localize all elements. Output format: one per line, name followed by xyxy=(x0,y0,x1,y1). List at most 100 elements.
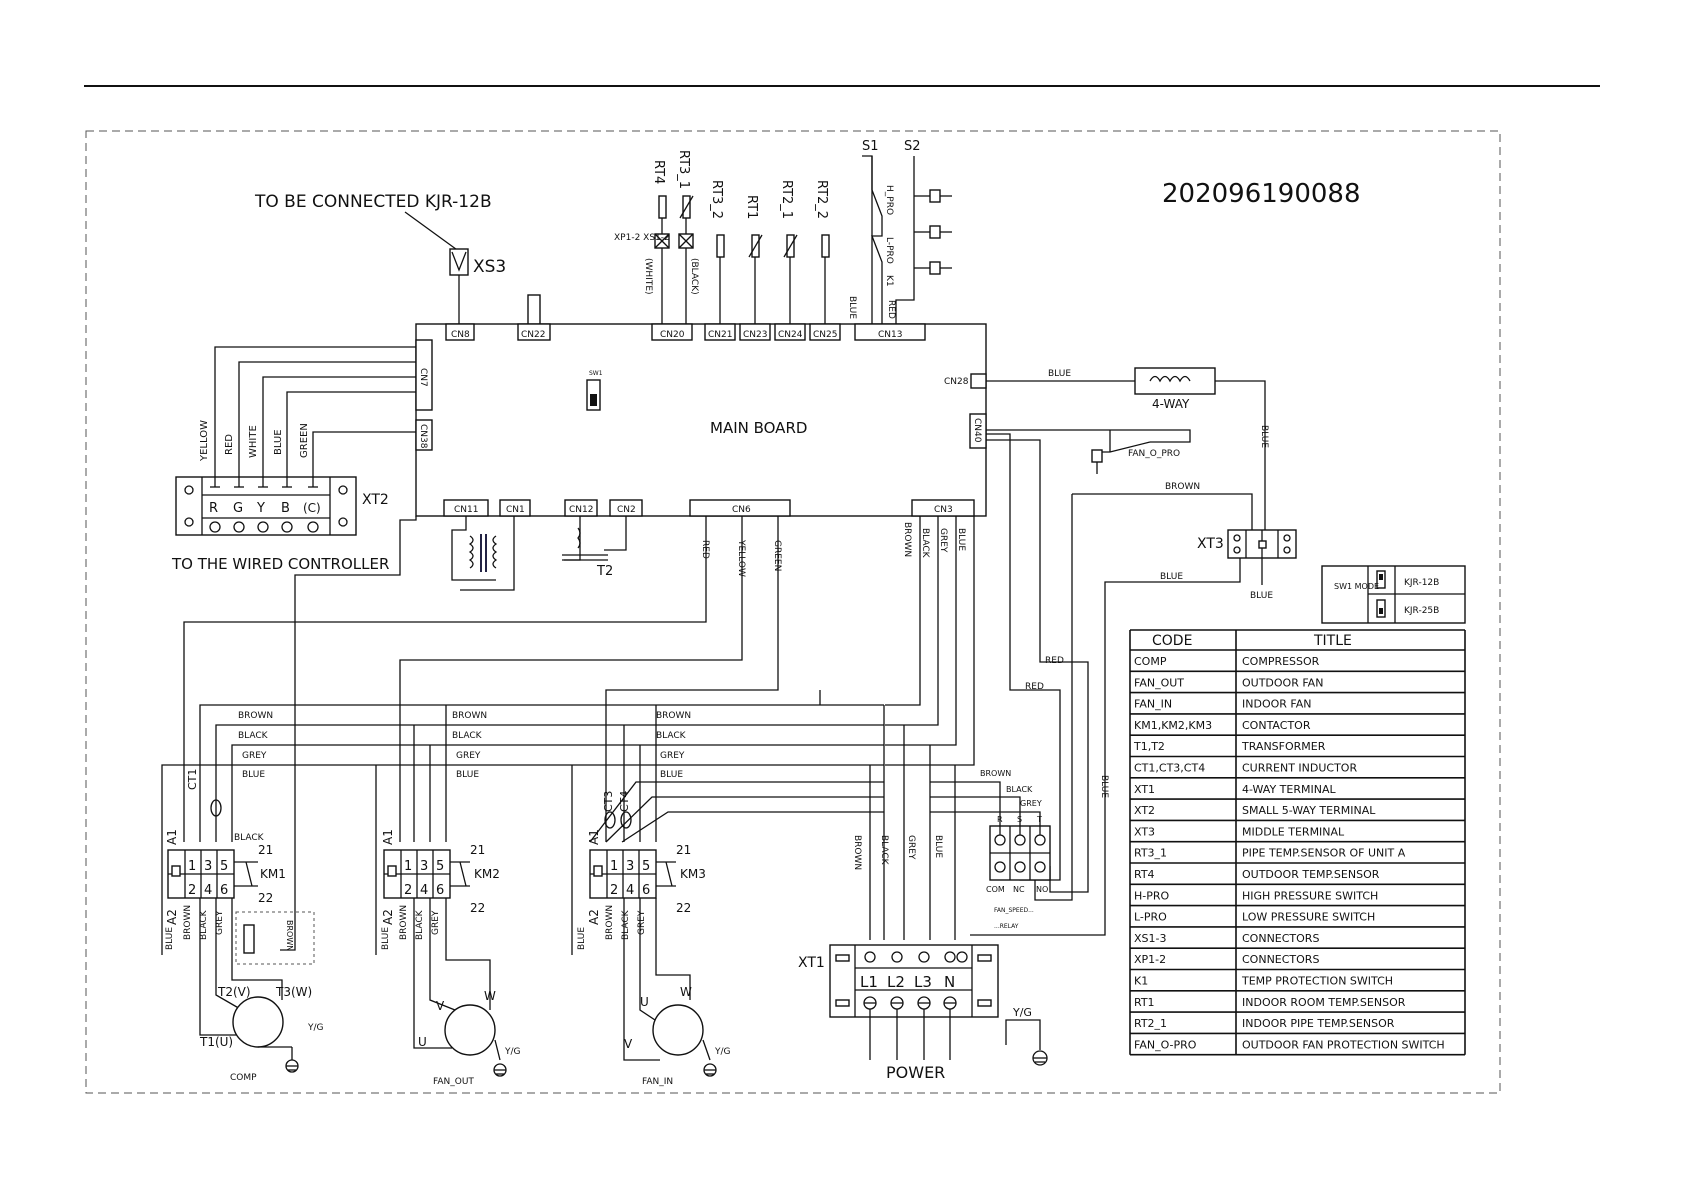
fan-out-w: W xyxy=(484,989,496,1003)
legend-title: HIGH PRESSURE SWITCH xyxy=(1242,889,1378,902)
cn24-label: CN24 xyxy=(778,330,803,340)
legend-code: RT3_1 xyxy=(1134,847,1167,860)
sensor-rt3-1: RT3_1 xyxy=(676,150,694,324)
rt2-2-label: RT2_2 xyxy=(814,180,829,219)
wired-controller-label: TO THE WIRED CONTROLLER xyxy=(171,555,389,573)
relay-com: COM xyxy=(986,885,1005,894)
bus-blue-1: BLUE xyxy=(242,770,265,780)
ct3-label: CT3 xyxy=(602,791,615,812)
cn21-label: CN21 xyxy=(708,330,732,340)
km2-n5: 5 xyxy=(436,859,444,874)
red-label-1: RED xyxy=(1045,656,1064,666)
cn11-label: CN11 xyxy=(454,505,478,515)
connector-cn28: CN28 xyxy=(944,373,987,389)
cn25-label: CN25 xyxy=(813,330,837,340)
cn2-label: CN2 xyxy=(617,505,636,515)
relay-grey: GREY xyxy=(1020,799,1042,808)
motor-fan-in xyxy=(623,898,711,1061)
cn3-grey xyxy=(885,516,957,746)
xt1-grey-label: GREY xyxy=(906,835,916,860)
connector-cn1: CN1 xyxy=(499,499,531,517)
km3-n6: 6 xyxy=(642,883,650,898)
xt2-white-label: WHITE xyxy=(248,425,259,458)
contactor-bus xyxy=(161,690,956,955)
xt2-yellow-label: YELLOW xyxy=(199,420,210,462)
fan-in-w: W xyxy=(680,985,692,999)
cn22-lead xyxy=(527,294,541,325)
power-feed xyxy=(869,1009,951,1060)
km1-n6: 6 xyxy=(220,883,228,898)
relay-note-1: FAN_SPEED... xyxy=(994,907,1034,914)
rt1-label: RT1 xyxy=(744,195,759,219)
ground-icon xyxy=(285,1059,299,1073)
kjr-leader xyxy=(404,211,461,253)
four-way-label: 4-WAY xyxy=(1152,397,1190,411)
km1-a2: A2 xyxy=(165,909,179,925)
xt1-yg: Y/G xyxy=(1012,1006,1032,1019)
legend-code: XP1-2 xyxy=(1134,953,1166,966)
relay-black: BLACK xyxy=(1006,785,1033,794)
xt2-term-c: (C) xyxy=(303,501,321,515)
four-way-blue-label: BLUE xyxy=(1259,425,1269,448)
km3-n1: 1 xyxy=(610,859,618,874)
cn8-label: CN8 xyxy=(451,330,470,340)
connector-cn21: CN21 xyxy=(704,323,736,341)
legend-title: TEMP PROTECTION SWITCH xyxy=(1241,975,1393,988)
sensor-rt2-1: RT2_1 xyxy=(779,180,798,324)
relay-brown: BROWN xyxy=(980,769,1011,778)
cn6-yellow-label: YELLOW xyxy=(736,539,746,577)
legend-title: CONNECTORS xyxy=(1242,932,1319,945)
connector-cn6: CN6 xyxy=(689,499,791,517)
diagram-frame xyxy=(85,130,1501,1094)
fan-o-pro-label: FAN_O_PRO xyxy=(1128,449,1180,459)
cn3-brown xyxy=(885,516,921,706)
km2-n4: 4 xyxy=(420,883,428,898)
connector-cn12: CN12 xyxy=(564,499,598,517)
cn38-label: CN38 xyxy=(418,424,428,449)
bus-blue-2: BLUE xyxy=(456,770,479,780)
km1-n5: 5 xyxy=(220,859,228,874)
cn3-black-label: BLACK xyxy=(920,528,930,559)
legend-code: RT2_1 xyxy=(1134,1017,1167,1030)
sensor-rt2-2: RT2_2 xyxy=(814,180,830,324)
motor-fan-out xyxy=(413,898,501,1061)
xt1-label: XT1 xyxy=(798,955,825,971)
cn6-red-label: RED xyxy=(700,540,710,559)
white-wire-label: (WHITE) xyxy=(643,258,653,295)
relay-wire-1 xyxy=(930,781,1001,835)
s2-label: S2 xyxy=(904,139,921,154)
legend-code: FAN_OUT xyxy=(1134,676,1184,689)
cn3-blue-label: BLUE xyxy=(956,528,966,551)
sw1-mode-table xyxy=(1321,565,1466,624)
cn3-label: CN3 xyxy=(934,505,953,515)
xt2-term-r: R xyxy=(209,501,218,516)
legend-title: CONNECTORS xyxy=(1242,953,1319,966)
heater-element xyxy=(243,924,255,954)
bus-brown-2: BROWN xyxy=(452,711,487,721)
xt1-term-l1: L1 xyxy=(860,973,878,991)
cn3-grey-label: GREY xyxy=(938,528,948,553)
km2-n21: 21 xyxy=(470,843,485,857)
bus-grey-2: GREY xyxy=(456,751,481,761)
legend-title: OUTDOOR FAN PROTECTION SWITCH xyxy=(1242,1038,1445,1051)
ground-icon xyxy=(493,1063,507,1077)
xt1-terminal xyxy=(829,944,999,1018)
xt2-term-y: Y xyxy=(256,501,265,516)
km2-n6: 6 xyxy=(436,883,444,898)
rt3-2-label: RT3_2 xyxy=(709,180,724,219)
ct3-inductor xyxy=(604,811,616,829)
xt3-brown-label: BROWN xyxy=(1165,482,1200,492)
km3-n22: 22 xyxy=(676,901,691,915)
connector-cn38: CN38 xyxy=(415,419,433,451)
legend-code: RT4 xyxy=(1134,868,1155,881)
km1-n21: 21 xyxy=(258,843,273,857)
xt1-term-l3: L3 xyxy=(914,973,932,991)
four-way-return xyxy=(1215,380,1266,530)
fan-in-v: V xyxy=(624,1037,633,1051)
fan-out-u: U xyxy=(418,1035,427,1049)
km3-a1: A1 xyxy=(587,829,601,845)
km2-out-grey: GREY xyxy=(431,910,441,935)
km2-a2: A2 xyxy=(381,909,395,925)
ct-loop-wire xyxy=(280,516,417,951)
